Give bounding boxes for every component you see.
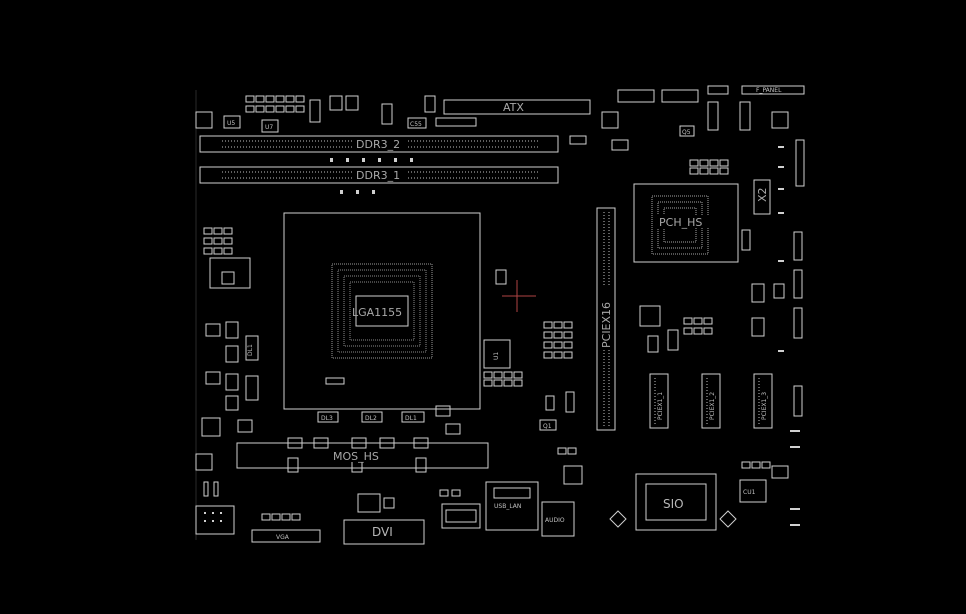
ddr3-1-label: DDR3_1 [356,169,400,182]
bottom-left-header[interactable] [195,481,235,535]
chip-label-dl1: DL1 [247,344,254,356]
choke-label-dl1-b: DL1 [405,415,417,422]
dvi-label: DVI [372,525,393,539]
sio-chip[interactable]: SIO [609,473,737,531]
front-panel-label: F_PANEL [756,87,782,94]
cpu-right-cluster[interactable]: U1 Q1 [483,269,575,431]
chip-label-cu1: CU1 [743,489,756,496]
chip-label-c55: C55 [410,121,422,128]
chip-label-q5: Q5 [682,129,691,136]
audio-label: AUDIO [545,517,565,524]
ddr3-slot-1[interactable]: DDR3_1 [199,166,559,184]
pciex1-2-label: PCIEX1_2 [709,392,716,420]
mos-heatsink[interactable]: MOS_HS [236,437,489,473]
right-edge-pads [778,146,800,526]
dvi-connector[interactable]: DVI [343,493,425,545]
vga-connector[interactable]: VGA [251,513,321,543]
pciex1-3-label: PCIEX1_3 [761,392,768,420]
choke-label-dl3: DL3 [321,415,333,422]
mos-heatsink-label: MOS_HS [333,450,379,463]
usb-lan-label: USB_LAN [494,503,521,510]
pciex16-label: PCIEX16 [600,302,613,348]
pciex1-slot-2[interactable]: PCIEX1_2 [701,373,721,429]
crosshair-cursor [502,280,536,312]
atx-power-connector[interactable]: ATX [443,99,591,115]
chip-label-u7: U7 [265,124,273,131]
pch-heatsink-label: PCH_HS [659,216,702,229]
ddr-area-small-parts [330,158,413,194]
chip-label-u5: U5 [227,120,235,127]
pciex1-slot-1[interactable]: PCIEX1_1 [649,373,669,429]
cpu-socket-lga1155[interactable]: LGA1155 [283,212,481,410]
audio-connector[interactable]: AUDIO [541,447,583,537]
vga-label: VGA [276,534,290,541]
top-left-component-cluster[interactable]: U5 U7 C55 [195,95,477,133]
pch-heatsink[interactable]: PCH_HS X2 [633,179,771,263]
pciex1-1-label: PCIEX1_1 [657,392,664,420]
cpu-bottom-chokes[interactable]: DL3 DL2 DL1 [317,405,461,435]
ddr3-slot-2[interactable]: DDR3_2 [199,135,559,153]
cu1-chip[interactable]: CU1 [739,461,789,503]
chip-label-q1: Q1 [543,423,552,430]
choke-label-dl2: DL2 [365,415,377,422]
sio-label: SIO [663,497,684,511]
top-right-connectors[interactable]: F_PANEL Q5 [569,85,805,187]
chip-label-u1: U1 [493,352,500,360]
ddr3-2-label: DDR3_2 [356,138,400,151]
pch-surrounding-parts[interactable] [639,159,803,417]
crystal-x2-label: X2 [756,187,769,202]
left-side-component-cluster[interactable]: DL1 [195,227,259,471]
hdmi-area[interactable] [439,489,481,529]
cpu-socket-label: LGA1155 [352,306,402,319]
atx-label: ATX [503,101,524,114]
pciex1-slot-3[interactable]: PCIEX1_3 [753,373,773,429]
pciex16-slot[interactable]: PCIEX16 [596,207,616,431]
usb-lan-connector[interactable]: USB_LAN [485,481,539,531]
